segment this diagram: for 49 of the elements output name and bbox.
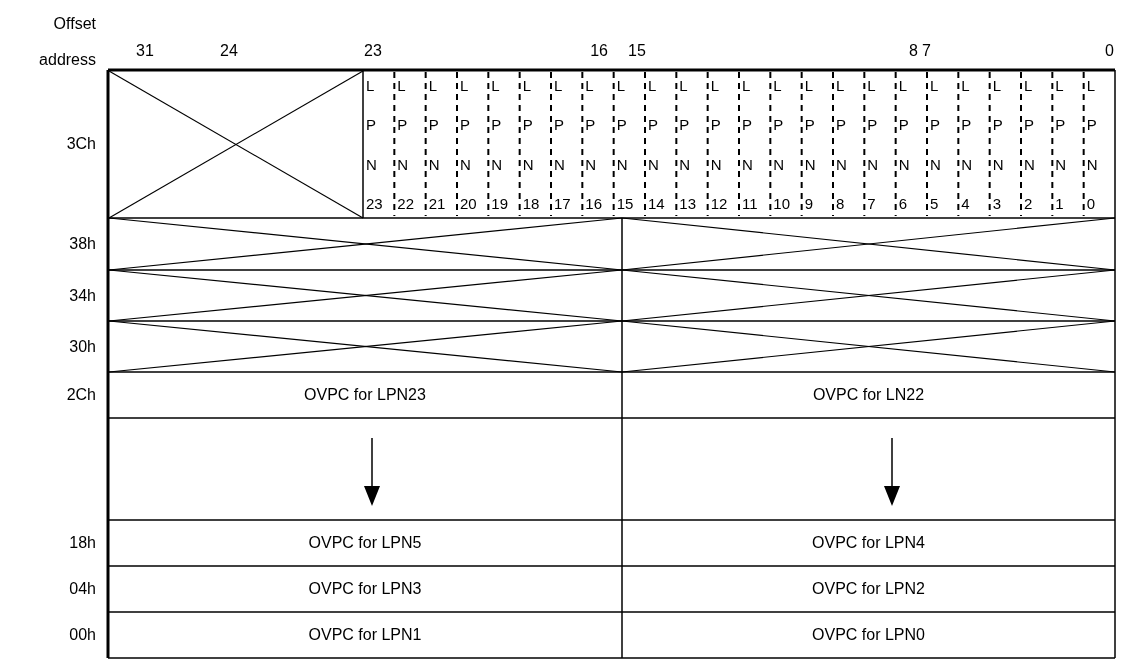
field-name: L P N 9: [804, 76, 817, 214]
field-name: L P N 0: [1086, 76, 1099, 214]
offset-label: 2Ch: [66, 385, 96, 405]
bit-number: 7: [922, 41, 931, 61]
bit-number: 23: [364, 41, 382, 61]
offset-label: 18h: [69, 533, 96, 553]
field-name: L P N 17: [554, 76, 572, 214]
field-name: L P N 12: [710, 76, 729, 214]
axis-title: Offset address: [38, 14, 96, 70]
field-name: L P N 5: [930, 76, 942, 214]
offset-label: 38h: [69, 234, 96, 254]
field-name: L P N 13: [679, 76, 697, 214]
field-name: OVPC for LPN4: [811, 533, 926, 553]
offset-label: 3Ch: [66, 134, 96, 154]
field-name: L P N 6: [898, 76, 911, 214]
field-name: L P N 7: [867, 76, 880, 214]
field-name: L P N 20: [460, 76, 478, 214]
field-name: L P N 8: [836, 76, 848, 214]
field-name: L P N 1: [1055, 76, 1068, 214]
field-name: L P N 22: [397, 76, 415, 214]
field-name: OVPC for LPN5: [307, 533, 423, 553]
field-name: L P N 21: [428, 76, 447, 214]
bit-number: 24: [220, 41, 238, 61]
field-name: OVPC for LN22: [811, 385, 926, 405]
field-name: L P N 4: [961, 76, 974, 214]
bit-number: 16: [590, 41, 608, 61]
offset-label: 34h: [69, 285, 96, 305]
field-name: OVPC for LPN23: [303, 385, 427, 405]
offset-label: 30h: [69, 336, 96, 356]
field-name: L P N 10: [773, 76, 791, 214]
field-name: L P N 23: [366, 76, 384, 214]
field-name: L P N 3: [992, 76, 1005, 214]
bit-number: 15: [628, 41, 646, 61]
field-name: OVPC for LPN2: [811, 579, 926, 599]
field-name: OVPC for LPN0: [811, 625, 926, 645]
field-name: L P N 11: [742, 76, 759, 214]
offset-label: 00h: [69, 625, 96, 645]
field-name: L P N 19: [491, 76, 509, 214]
bit-number: 0: [1105, 41, 1114, 61]
field-name: L P N 14: [648, 76, 666, 214]
field-name: OVPC for LPN1: [307, 625, 423, 645]
field-name: L P N 15: [616, 76, 635, 214]
offset-label: 04h: [69, 579, 96, 599]
bit-number: 8: [909, 41, 918, 61]
field-name: L P N 16: [585, 76, 603, 214]
bit-number: 31: [136, 41, 154, 61]
field-name: L P N 2: [1024, 76, 1036, 214]
field-name: L P N 18: [522, 76, 541, 214]
field-name: OVPC for LPN3: [307, 579, 423, 599]
